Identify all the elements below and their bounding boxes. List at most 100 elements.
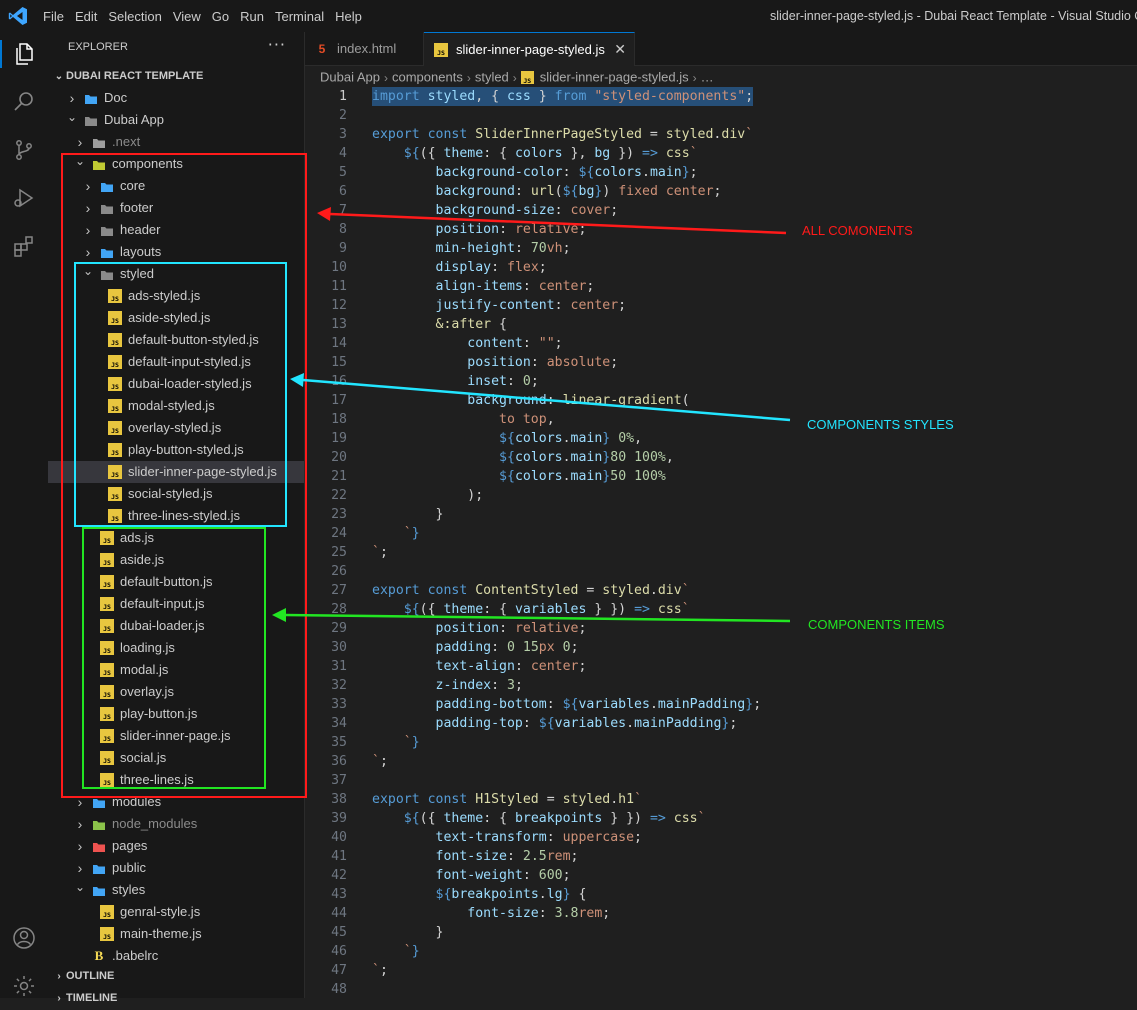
code-line[interactable]: 37 (305, 771, 1137, 790)
code-line[interactable]: 5 background-color: ${colors.main}; (305, 163, 1137, 182)
code-line[interactable]: 33 padding-bottom: ${variables.mainPaddi… (305, 695, 1137, 714)
search-icon[interactable] (12, 90, 36, 114)
code-line[interactable]: 44 font-size: 3.8rem; (305, 904, 1137, 923)
tab-index-html[interactable]: 5 index.html (305, 32, 424, 65)
code-line[interactable]: 13 &:after { (305, 315, 1137, 334)
tree-file-item[interactable]: default-button-styled.js (48, 329, 304, 351)
chevron-down-icon[interactable]: ⌄ (66, 110, 78, 124)
code-line[interactable]: 21 ${colors.main}50 100% (305, 467, 1137, 486)
tree-file-item[interactable]: three-lines.js (48, 769, 304, 791)
code-line[interactable]: 35 `} (305, 733, 1137, 752)
code-line[interactable]: 23 } (305, 505, 1137, 524)
tree-file-item[interactable]: B.babelrc (48, 945, 304, 967)
breadcrumb-item[interactable]: … (700, 69, 714, 85)
code-line[interactable]: 25`; (305, 543, 1137, 562)
tree-folder-item[interactable]: ⌄styled (48, 263, 304, 285)
code-line[interactable]: 19 ${colors.main} 0%, (305, 429, 1137, 448)
chevron-right-icon[interactable]: › (77, 860, 83, 876)
tree-folder-item[interactable]: ⌄styles (48, 879, 304, 901)
tree-folder-item[interactable]: ›pages (48, 835, 304, 857)
tree-file-item[interactable]: slider-inner-page-styled.js (48, 461, 304, 483)
code-line[interactable]: 10 display: flex; (305, 258, 1137, 277)
tree-folder-item[interactable]: ›Doc (48, 87, 304, 109)
code-line[interactable]: 16 inset: 0; (305, 372, 1137, 391)
code-line[interactable]: 29 position: relative; (305, 619, 1137, 638)
tree-file-item[interactable]: default-input-styled.js (48, 351, 304, 373)
menu-item-terminal[interactable]: Terminal (275, 8, 325, 24)
code-line[interactable]: 41 font-size: 2.5rem; (305, 847, 1137, 866)
extensions-icon[interactable] (12, 234, 36, 258)
menu-item-help[interactable]: Help (335, 8, 362, 24)
code-line[interactable]: 32 z-index: 3; (305, 676, 1137, 695)
code-line[interactable]: 24 `} (305, 524, 1137, 543)
tree-file-item[interactable]: play-button-styled.js (48, 439, 304, 461)
code-line[interactable]: 20 ${colors.main}80 100%, (305, 448, 1137, 467)
tree-folder-item[interactable]: ›.next (48, 131, 304, 153)
tree-file-item[interactable]: modal.js (48, 659, 304, 681)
menu-item-go[interactable]: Go (211, 8, 230, 24)
tree-folder-item[interactable]: ›node_modules (48, 813, 304, 835)
code-line[interactable]: 9 min-height: 70vh; (305, 239, 1137, 258)
chevron-right-icon[interactable]: › (85, 178, 91, 194)
tree-folder-item[interactable]: ›layouts (48, 241, 304, 263)
code-line[interactable]: 15 position: absolute; (305, 353, 1137, 372)
menu-item-run[interactable]: Run (240, 8, 264, 24)
tree-file-item[interactable]: play-button.js (48, 703, 304, 725)
source-control-icon[interactable] (12, 138, 36, 162)
settings-gear-icon[interactable] (12, 974, 36, 998)
tree-file-item[interactable]: ads.js (48, 527, 304, 549)
tree-file-item[interactable]: main-theme.js (48, 923, 304, 945)
explorer-icon[interactable] (12, 42, 36, 66)
tree-file-item[interactable]: genral-style.js (48, 901, 304, 923)
code-line[interactable]: 36`; (305, 752, 1137, 771)
tree-folder-item[interactable]: ›footer (48, 197, 304, 219)
tree-file-item[interactable]: social-styled.js (48, 483, 304, 505)
code-line[interactable]: 31 text-align: center; (305, 657, 1137, 676)
code-line[interactable]: 11 align-items: center; (305, 277, 1137, 296)
tree-folder-item[interactable]: ›core (48, 175, 304, 197)
tree-folder-item[interactable]: ⌄components (48, 153, 304, 175)
tree-file-item[interactable]: overlay-styled.js (48, 417, 304, 439)
chevron-right-icon[interactable]: › (85, 222, 91, 238)
chevron-right-icon[interactable]: › (77, 838, 83, 854)
chevron-right-icon[interactable]: › (69, 90, 75, 106)
more-actions-icon[interactable]: ··· (267, 35, 286, 54)
code-line[interactable]: 42 font-weight: 600; (305, 866, 1137, 885)
breadcrumb-item[interactable]: components (392, 69, 463, 85)
code-line[interactable]: 46 `} (305, 942, 1137, 961)
code-line[interactable]: 4 ${({ theme: { colors }, bg }) => css` (305, 144, 1137, 163)
chevron-right-icon[interactable]: › (77, 816, 83, 832)
tree-file-item[interactable]: default-input.js (48, 593, 304, 615)
tree-folder-item[interactable]: ⌄Dubai App (48, 109, 304, 131)
chevron-right-icon[interactable]: › (85, 200, 91, 216)
tree-file-item[interactable]: default-button.js (48, 571, 304, 593)
tree-folder-item[interactable]: ›header (48, 219, 304, 241)
account-icon[interactable] (12, 926, 36, 950)
breadcrumb-item[interactable]: Dubai App (320, 69, 380, 85)
code-line[interactable]: 26 (305, 562, 1137, 581)
code-line[interactable]: 14 content: ""; (305, 334, 1137, 353)
menu-item-selection[interactable]: Selection (108, 8, 162, 24)
outline-section-header[interactable]: ›OUTLINE (52, 965, 114, 987)
tree-file-item[interactable]: overlay.js (48, 681, 304, 703)
code-line[interactable]: 45 } (305, 923, 1137, 942)
code-line[interactable]: 48 (305, 980, 1137, 999)
code-line[interactable]: 8 position: relative; (305, 220, 1137, 239)
chevron-down-icon[interactable]: ⌄ (74, 154, 86, 168)
tab-slider-inner-page-styled[interactable]: slider-inner-page-styled.js ✕ (424, 32, 635, 66)
chevron-right-icon[interactable]: › (77, 794, 83, 810)
code-line[interactable]: 18 to top, (305, 410, 1137, 429)
run-debug-icon[interactable] (12, 186, 36, 210)
code-line[interactable]: 7 background-size: cover; (305, 201, 1137, 220)
close-tab-icon[interactable]: ✕ (614, 41, 626, 57)
tree-file-item[interactable]: ads-styled.js (48, 285, 304, 307)
chevron-right-icon[interactable]: › (85, 244, 91, 260)
tree-folder-item[interactable]: ›public (48, 857, 304, 879)
chevron-down-icon[interactable]: ⌄ (82, 264, 94, 278)
code-line[interactable]: 30 padding: 0 15px 0; (305, 638, 1137, 657)
code-line[interactable]: 22 ); (305, 486, 1137, 505)
code-line[interactable]: 43 ${breakpoints.lg} { (305, 885, 1137, 904)
